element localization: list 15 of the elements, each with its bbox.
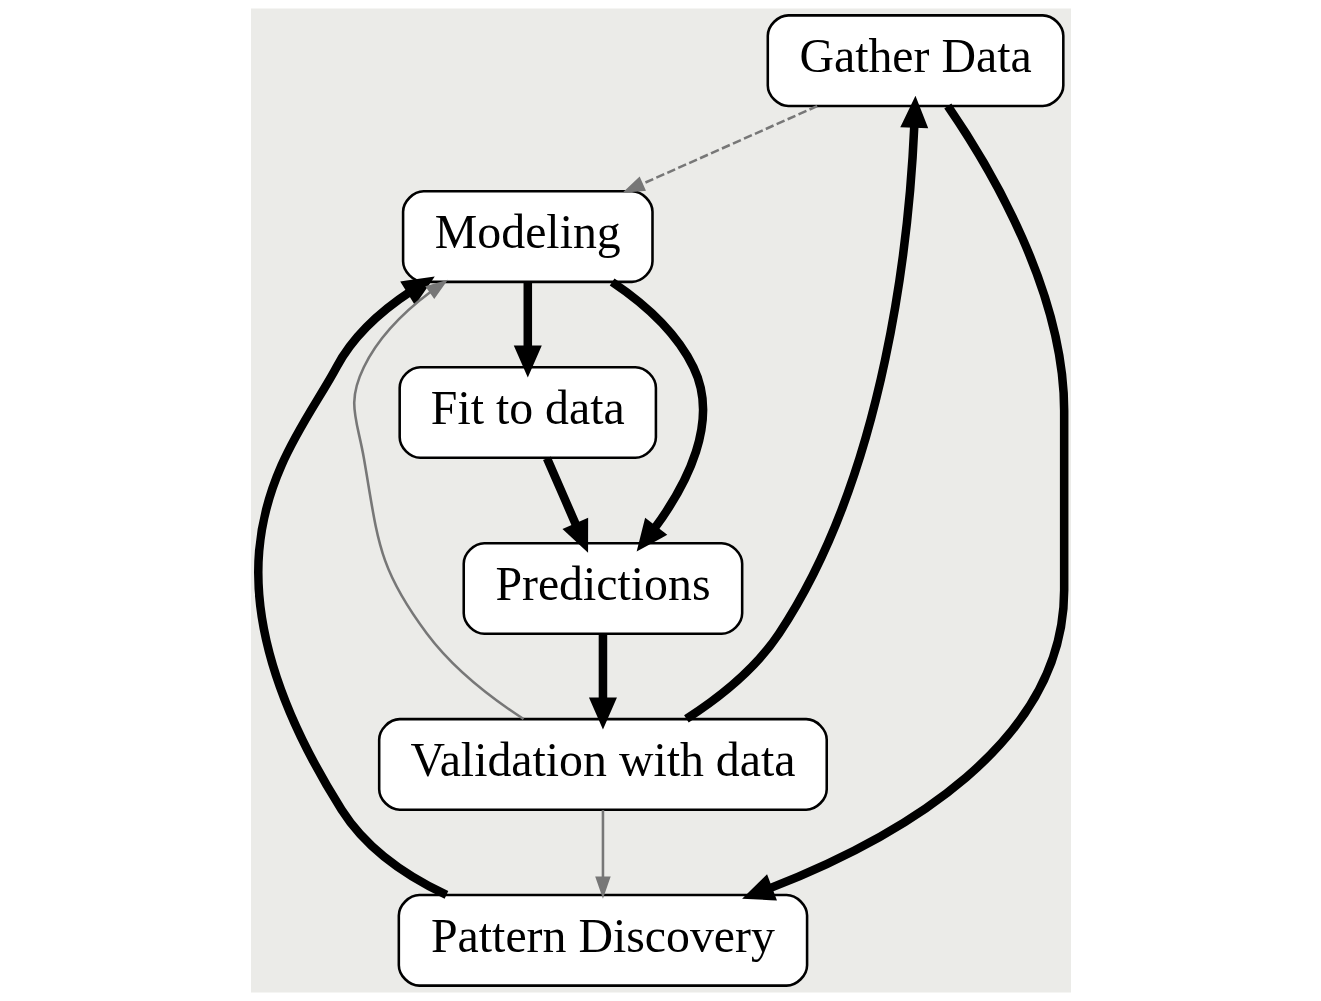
node-box: Pattern Discovery — [397, 893, 808, 987]
arrow — [542, 456, 588, 553]
node-box: Predictions — [461, 541, 743, 635]
arrow — [594, 810, 611, 899]
arrow — [609, 278, 707, 552]
arrow — [253, 276, 448, 899]
node-box: Validation with data — [377, 717, 828, 811]
node-box: Fit to data — [397, 366, 657, 460]
arrow — [352, 279, 524, 721]
arrow — [622, 104, 818, 193]
arrow — [513, 282, 542, 378]
node-box: Modeling — [401, 190, 654, 284]
arrow — [683, 95, 928, 723]
arrow — [588, 634, 617, 730]
node-box: Gather Data — [766, 14, 1065, 108]
